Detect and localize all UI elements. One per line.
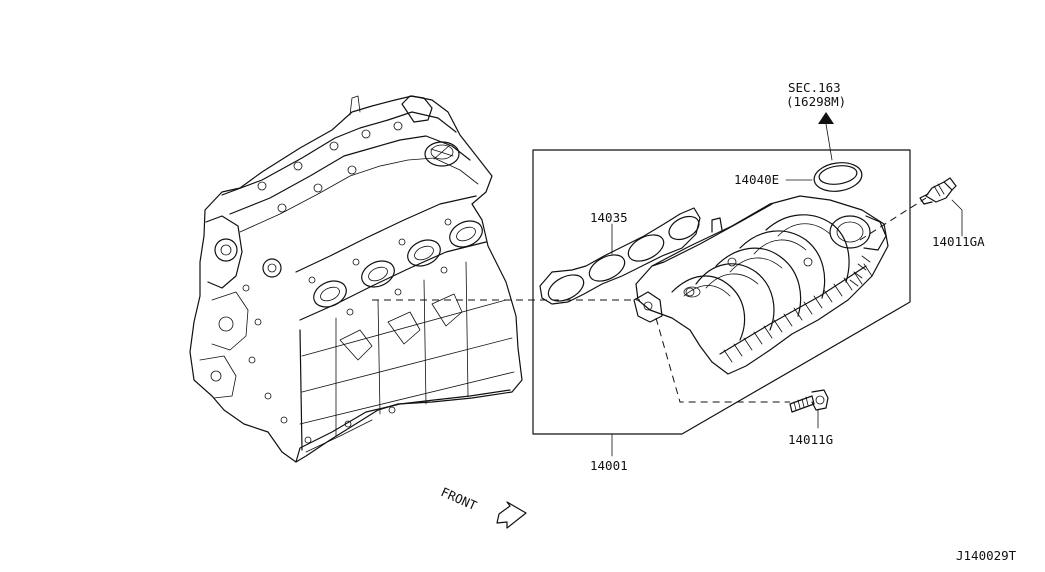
o-ring-14040e [813,162,863,192]
label-14011g: 14011G [788,432,834,447]
assembly-line-bolt-g [655,317,790,403]
intake-manifold-14001 [633,195,889,375]
solid-arrow-icon [818,112,834,124]
assembly-line-bolt-ga [859,197,927,241]
engine-block [189,95,523,463]
bolt-14011g [789,389,829,413]
leader-sec [825,123,833,161]
label-14035: 14035 [590,210,628,225]
label-14001: 14001 [590,458,628,473]
leader-14011ga [951,199,963,237]
outline-arrow-icon [496,501,527,529]
label-sec-163: SEC.163 [788,80,841,95]
bolt-14011ga [919,177,957,205]
label-14011ga: 14011GA [932,234,985,249]
label-diagram-code: J140029T [956,548,1017,563]
gasket-14035 [539,207,701,305]
manifold-frame [532,149,911,435]
label-14040e: 14040E [734,172,780,187]
label-16298m: (16298M) [786,94,847,109]
